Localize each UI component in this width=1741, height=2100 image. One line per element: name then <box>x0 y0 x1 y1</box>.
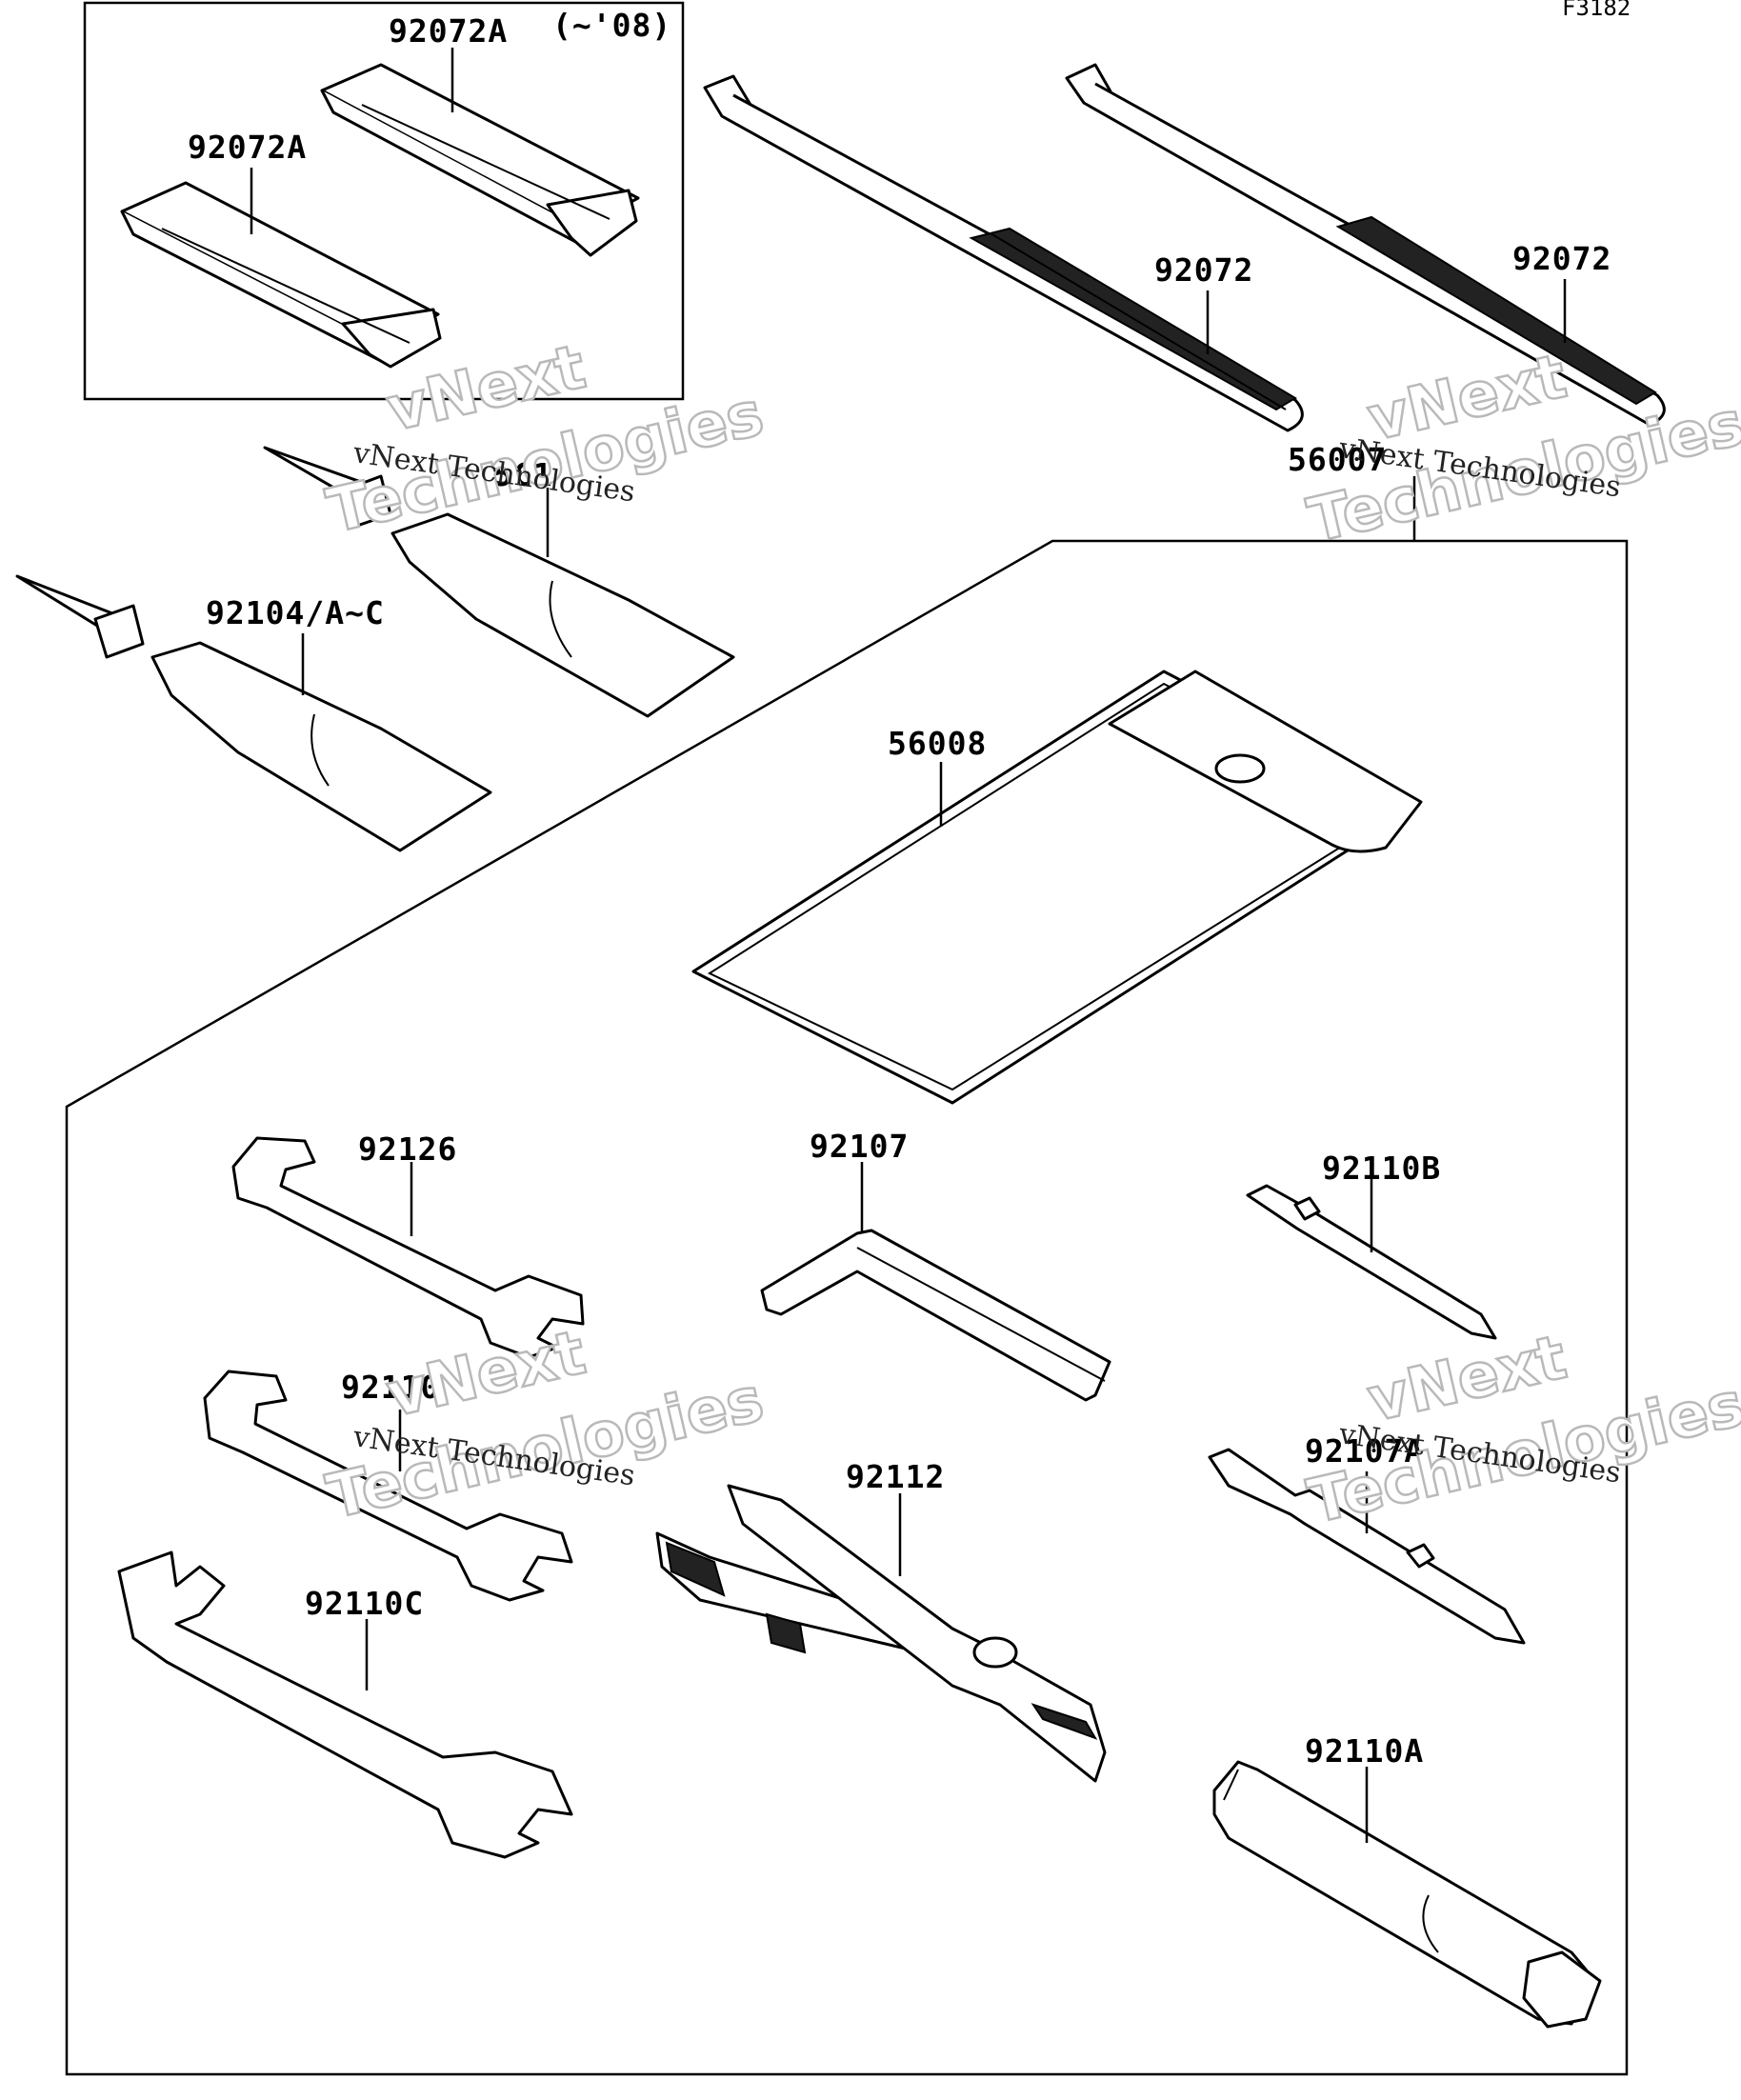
wrench-92126 <box>231 1136 585 1359</box>
cable-tie-right <box>1065 63 1666 427</box>
label-92110B: 92110 <box>341 1369 440 1406</box>
label-92126: 92126 <box>358 1130 457 1168</box>
watermark-4: vNext Technologies <box>1301 1321 1741 1539</box>
grease-tube-top <box>263 446 735 718</box>
label-92104-top: 5C1 <box>493 456 553 493</box>
label-92110A: 92110A <box>1305 1732 1424 1770</box>
screwdriver-92107A <box>1208 1448 1526 1645</box>
grease-tube-bottom <box>15 574 492 852</box>
label-92107: 92110B <box>1322 1150 1441 1187</box>
label-year-note: (~'08) <box>552 7 671 44</box>
screwdriver-92107 <box>1246 1184 1497 1340</box>
pliers-92112 <box>655 1484 1107 1783</box>
label-92112: 92112 <box>846 1458 945 1495</box>
label-92072-right: 92072 <box>1512 240 1611 277</box>
label-92107A: 92107A <box>1305 1432 1424 1470</box>
label-92110C: 92110C <box>305 1585 424 1622</box>
strap-group-frame <box>83 1 685 401</box>
wrench-92110B <box>203 1370 573 1602</box>
label-92110: 92107 <box>810 1128 909 1165</box>
figure-code: F3182 <box>1562 0 1631 21</box>
box-wrench-92110A <box>1212 1760 1602 2029</box>
label-92072A-bottom: 92072A <box>188 129 307 166</box>
battery-strap-bottom <box>120 181 442 369</box>
label-56007: 56007 <box>1288 441 1387 478</box>
tool-pouch <box>691 670 1423 1105</box>
battery-strap-top <box>320 63 640 257</box>
label-92072-left: 92072 <box>1154 251 1253 289</box>
label-92104: 92104/A~C <box>206 594 385 631</box>
tool-kit-outline <box>65 539 1629 2076</box>
wrench-92110C <box>117 1550 573 1859</box>
cable-tie-left <box>703 74 1304 432</box>
label-56008: 56008 <box>888 725 987 762</box>
hex-key-92110 <box>760 1229 1111 1402</box>
label-92072A-top: 92072A <box>389 12 508 50</box>
